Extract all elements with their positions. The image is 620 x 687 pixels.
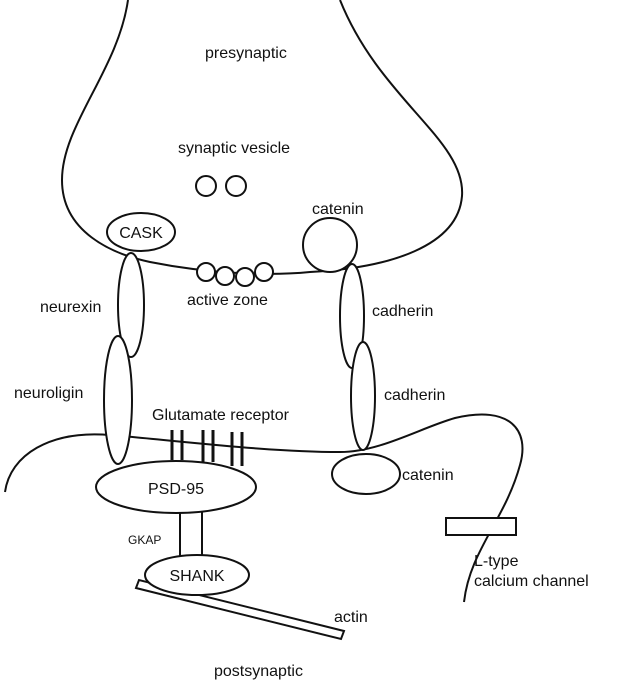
cadherin-upper-label: cadherin bbox=[372, 303, 433, 320]
neuroligin-label: neuroligin bbox=[14, 385, 83, 402]
glutamate-receptor-label: Glutamate receptor bbox=[152, 407, 290, 424]
cadherin-lower-label: cadherin bbox=[384, 387, 445, 404]
synaptic-vesicle-1 bbox=[196, 176, 216, 196]
synaptic-vesicle-label: synaptic vesicle bbox=[178, 140, 290, 157]
calcium-channel-label: calcium channel bbox=[474, 573, 589, 590]
catenin-post-label: catenin bbox=[402, 467, 454, 484]
active-zone-label: active zone bbox=[187, 292, 268, 309]
cask-label: CASK bbox=[119, 225, 163, 242]
postsynaptic-membrane bbox=[5, 415, 522, 602]
catenin-post-protein bbox=[332, 454, 400, 494]
cadherin-lower-protein bbox=[351, 342, 375, 450]
active-zone-vesicle-1 bbox=[197, 263, 215, 281]
shank-label: SHANK bbox=[169, 568, 224, 585]
active-zone-vesicle-3 bbox=[236, 268, 254, 286]
psd95-label: PSD-95 bbox=[148, 481, 204, 498]
neurexin-label: neurexin bbox=[40, 299, 101, 316]
gkap-label: GKAP bbox=[128, 533, 161, 547]
active-zone-vesicle-2 bbox=[216, 267, 234, 285]
synaptic-vesicle-2 bbox=[226, 176, 246, 196]
catenin-pre-label: catenin bbox=[312, 201, 364, 218]
postsynaptic-label: postsynaptic bbox=[214, 663, 303, 680]
l-type-calcium-channel bbox=[446, 518, 516, 535]
active-zone-vesicle-4 bbox=[255, 263, 273, 281]
l-type-label: L-type bbox=[474, 553, 519, 570]
catenin-pre-protein bbox=[303, 218, 357, 272]
presynaptic-label: presynaptic bbox=[205, 45, 287, 62]
neuroligin-protein bbox=[104, 336, 132, 464]
actin-label: actin bbox=[334, 609, 368, 626]
